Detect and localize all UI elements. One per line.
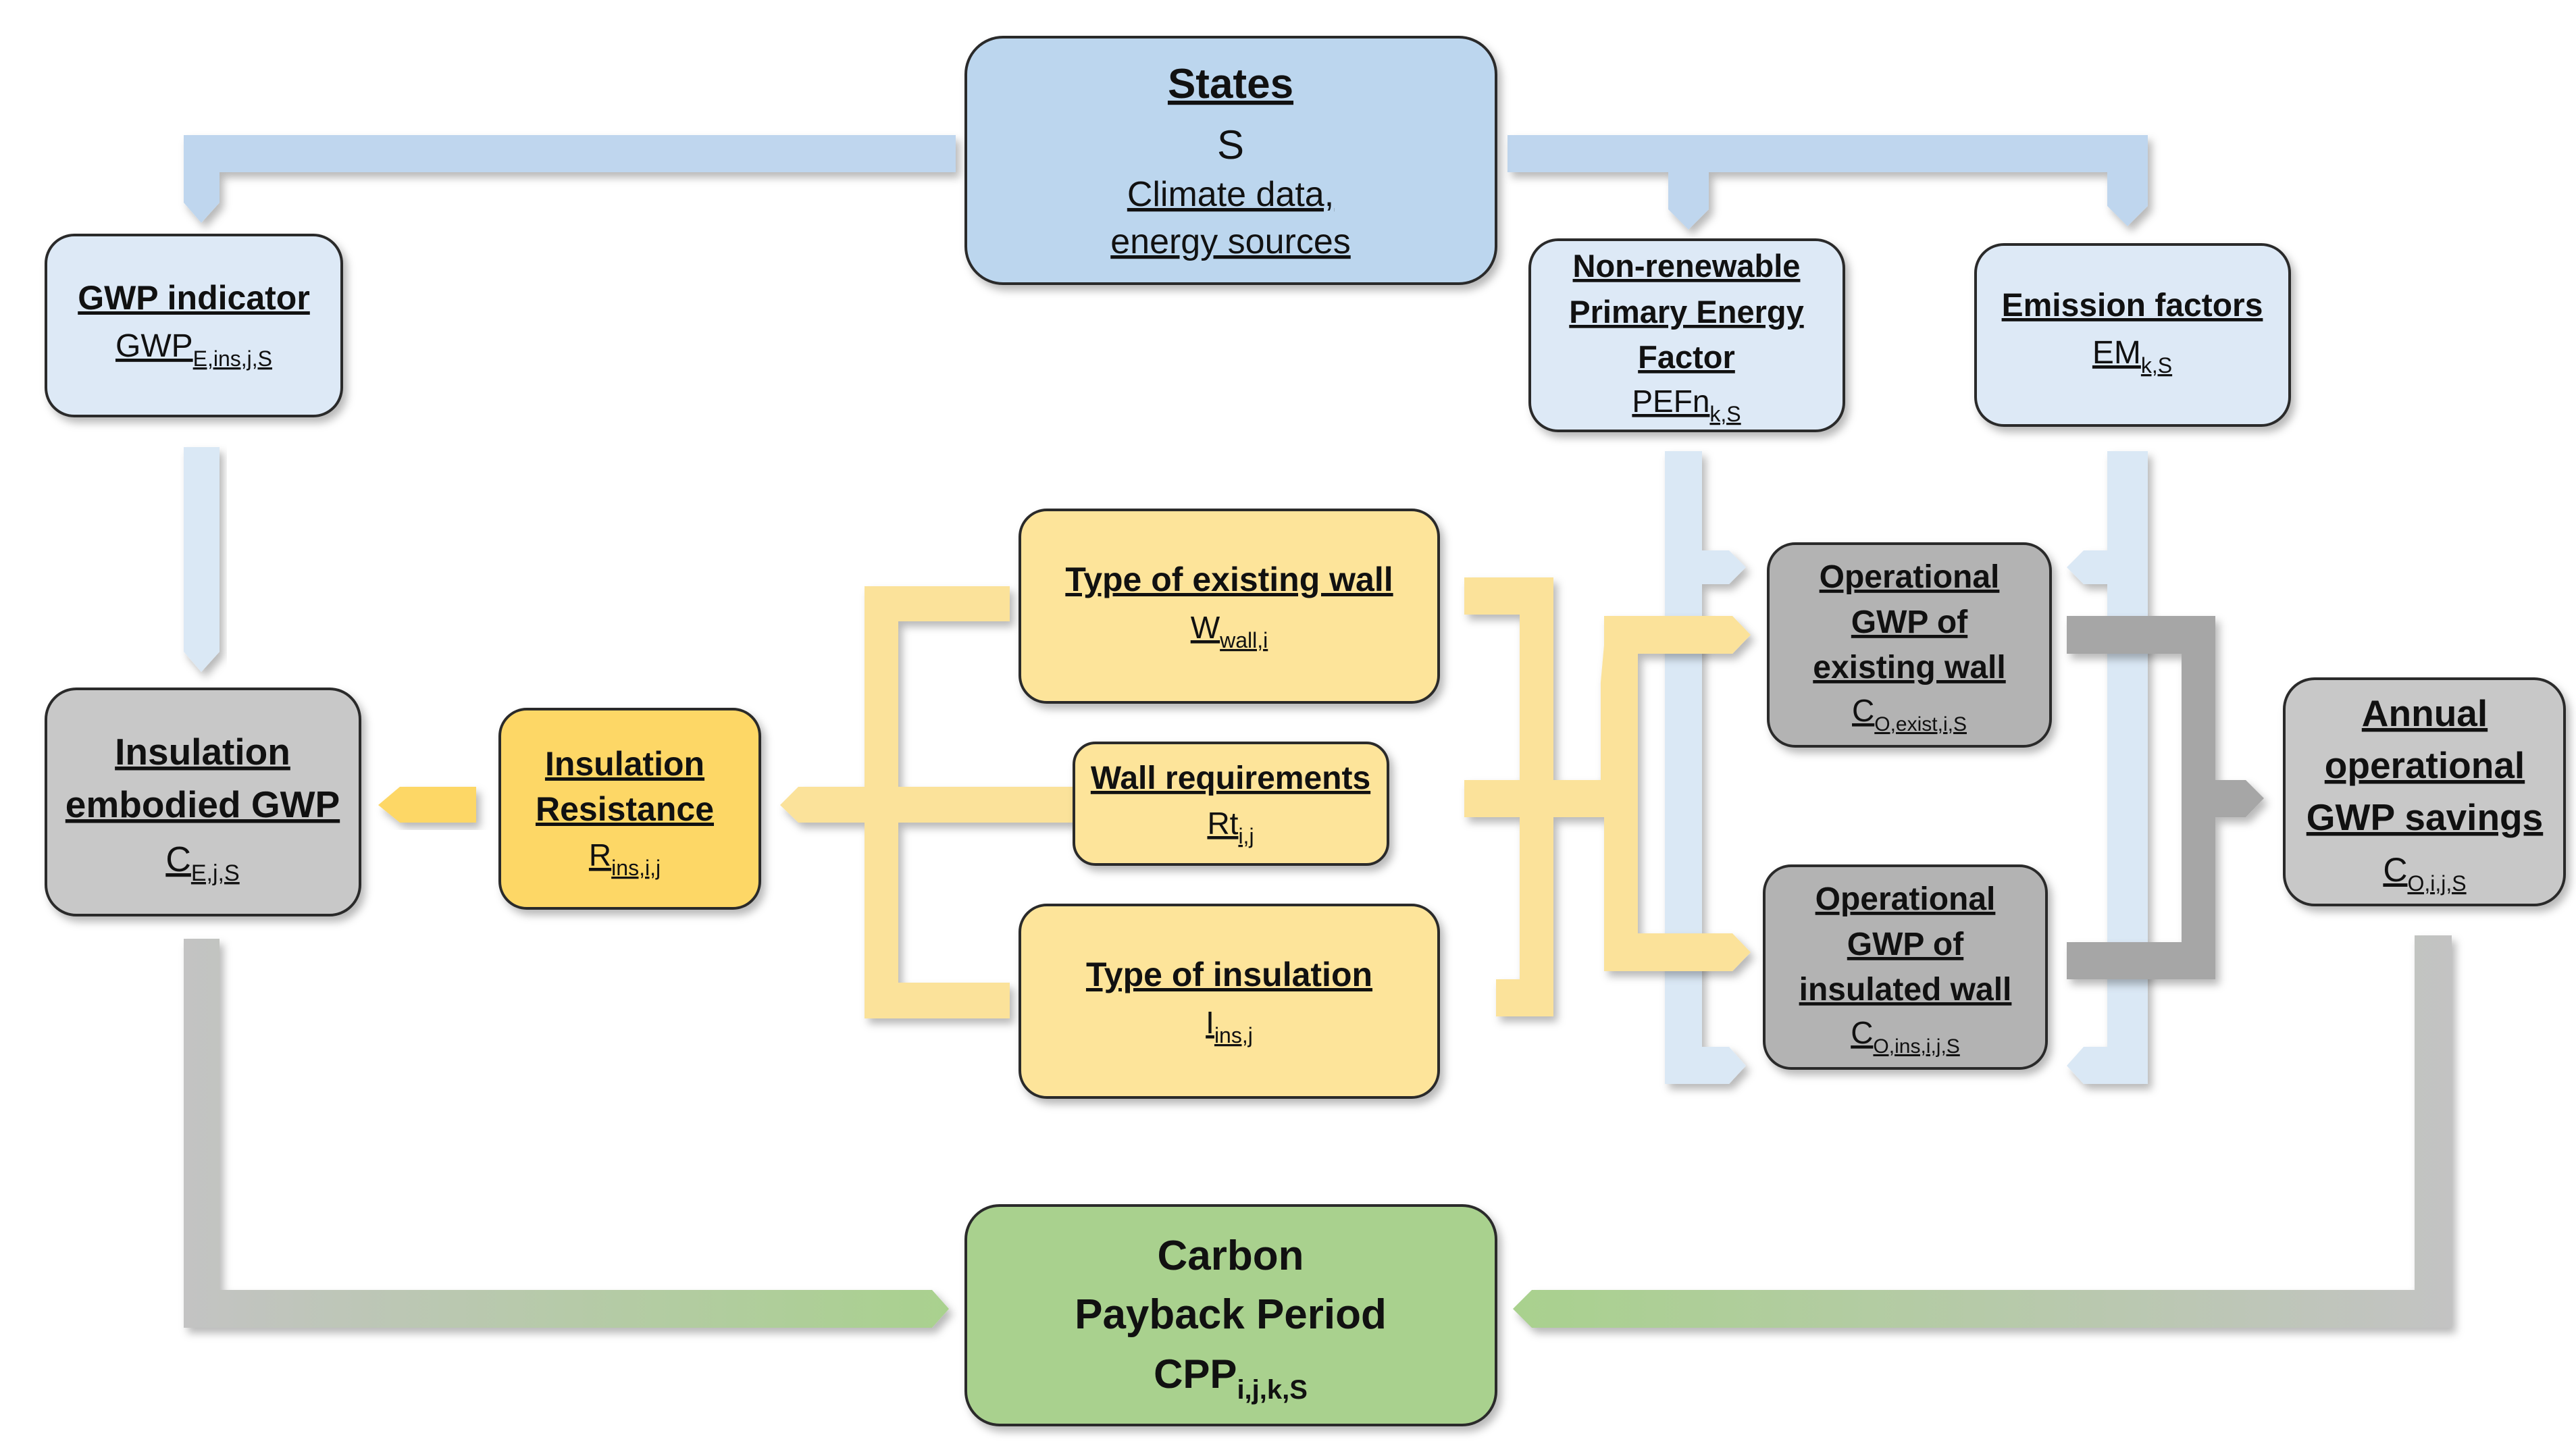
- states-to-factors-connector: [1508, 135, 2148, 230]
- pef-bracket-connector: [1665, 451, 1746, 1084]
- insulation-type-node: Type of insulation Iins,j: [1019, 904, 1440, 1099]
- carbon-payback-node: Carbon Payback Period CPPi,j,k,S: [964, 1204, 1497, 1426]
- states-symbol: S: [1217, 122, 1244, 167]
- pef-node: Non-renewable Primary Energy Factor PEFn…: [1528, 238, 1845, 432]
- existing-wall-title: Type of existing wall: [1065, 561, 1393, 598]
- embodied-gwp-node: Insulation embodied GWP CE,j,S: [45, 688, 361, 916]
- carbon-payback-line1: Carbon: [1158, 1233, 1304, 1279]
- insulation-resistance-node: Insulation Resistance Rins,i,j: [498, 708, 761, 910]
- gwp-indicator-node: GWP indicator GWPE,ins,j,S: [45, 234, 343, 417]
- inputs-to-resistance-bracket: [780, 586, 1074, 1018]
- embodied-gwp-line2: embodied GWP: [66, 783, 340, 825]
- operational-insulated-node: Operational GWP of insulated wall CO,ins…: [1763, 864, 2048, 1070]
- operational-to-annual-bracket: [2067, 616, 2264, 979]
- inputs-to-operational-bracket: [1464, 577, 1751, 1016]
- embodied-gwp-line1: Insulation: [115, 731, 290, 773]
- annual-savings-symbol: CO,i,j,S: [2383, 851, 2466, 896]
- gwp-to-embodied-connector: [184, 447, 220, 672]
- annual-savings-line2: operational: [2325, 744, 2525, 786]
- operational-existing-node: Operational GWP of existing wall CO,exis…: [1767, 542, 2052, 748]
- existing-wall-node: Type of existing wall Wwall,i: [1019, 509, 1440, 704]
- operational-insulated-line2: GWP of: [1847, 927, 1964, 962]
- operational-insulated-line3: insulated wall: [1799, 972, 2012, 1008]
- insulation-type-symbol: Iins,j: [1206, 1005, 1253, 1047]
- annual-savings-line1: Annual: [2362, 692, 2488, 734]
- embodied-gwp-symbol: CE,j,S: [165, 840, 239, 886]
- pef-symbol: PEFnk,S: [1632, 384, 1741, 426]
- wall-requirements-symbol: Rti,j: [1207, 806, 1254, 848]
- existing-wall-symbol: Wwall,i: [1191, 610, 1268, 652]
- wall-requirements-title: Wall requirements: [1091, 760, 1370, 796]
- carbon-payback-line2: Payback Period: [1075, 1291, 1387, 1338]
- pef-line2: Primary Energy: [1569, 294, 1803, 330]
- states-to-gwp-connector: [184, 135, 956, 223]
- emission-factors-title: Emission factors: [2002, 288, 2263, 323]
- insulation-type-title: Type of insulation: [1086, 956, 1372, 993]
- states-node: States S Climate data, energy sources: [964, 36, 1497, 285]
- states-desc-line1: Climate data,: [1127, 175, 1334, 214]
- operational-existing-symbol: CO,exist,i,S: [1852, 693, 1967, 735]
- pef-line3: Factor: [1638, 339, 1735, 375]
- operational-insulated-symbol: CO,ins,i,j,S: [1851, 1015, 1960, 1058]
- insulation-resistance-symbol: Rins,i,j: [589, 837, 661, 880]
- operational-existing-line1: Operational: [1820, 559, 2000, 595]
- operational-insulated-line1: Operational: [1815, 881, 1996, 917]
- emission-factors-node: Emission factors EMk,S: [1974, 243, 2291, 427]
- embodied-to-cpp-connector: [184, 939, 949, 1328]
- carbon-payback-symbol: CPPi,j,k,S: [1154, 1351, 1308, 1405]
- operational-existing-line2: GWP of: [1851, 604, 1968, 640]
- annual-savings-line3: GWP savings: [2307, 796, 2544, 838]
- gwp-indicator-symbol: GWPE,ins,j,S: [115, 328, 272, 371]
- gwp-indicator-title: GWP indicator: [78, 279, 310, 317]
- states-desc-line2: energy sources: [1110, 222, 1351, 261]
- pef-line1: Non-renewable: [1573, 248, 1801, 284]
- insulation-resistance-line1: Insulation: [545, 745, 704, 783]
- wall-requirements-node: Wall requirements Rti,j: [1073, 742, 1389, 866]
- emission-factors-symbol: EMk,S: [2092, 335, 2172, 378]
- resistance-to-embodied-connector: [378, 787, 476, 823]
- operational-existing-line3: existing wall: [1813, 650, 2005, 685]
- insulation-resistance-line2: Resistance: [536, 790, 714, 828]
- annual-savings-node: Annual operational GWP savings CO,i,j,S: [2283, 677, 2566, 906]
- states-title: States: [1168, 61, 1293, 107]
- emission-bracket-connector: [2067, 451, 2148, 1084]
